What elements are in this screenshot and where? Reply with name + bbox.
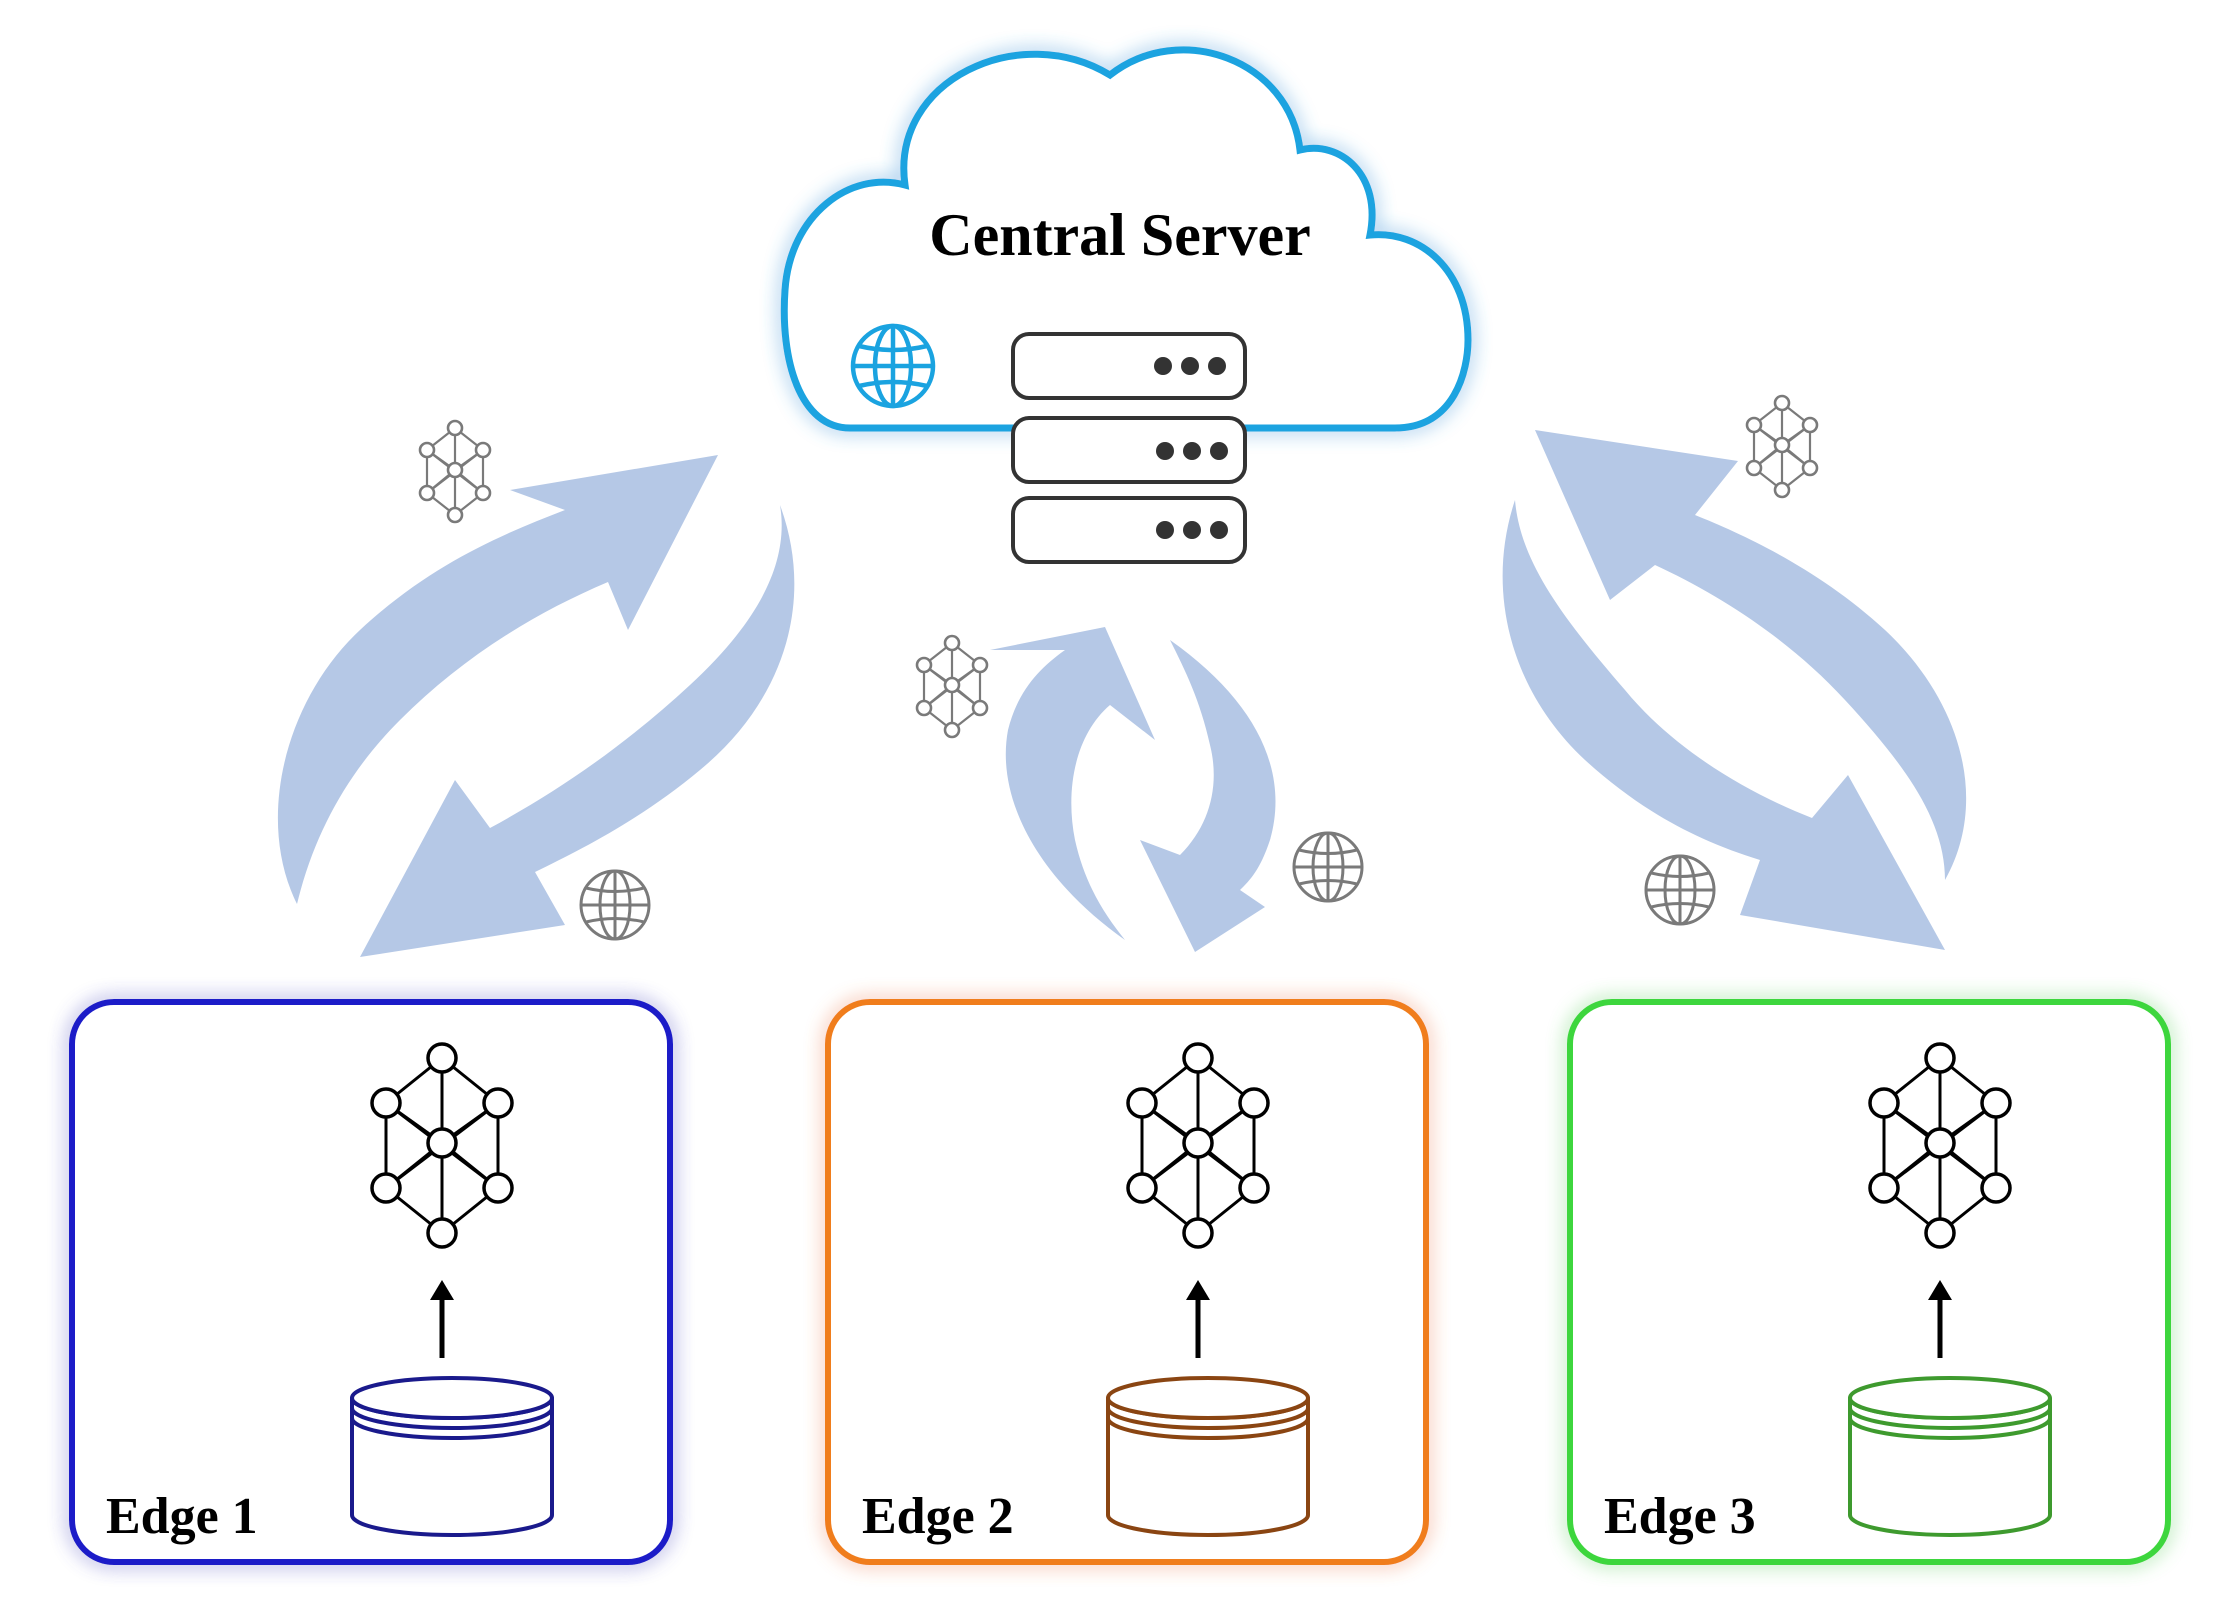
arrow-up-icon bbox=[1186, 1280, 1210, 1358]
download-arrow-edge2 bbox=[1140, 640, 1276, 952]
model-update-icon bbox=[1745, 394, 1819, 499]
edge-nodes: Edge 1 Edge 2 Edge 3 bbox=[69, 999, 2171, 1565]
central-server-title: Central Server bbox=[929, 202, 1311, 268]
database-icon bbox=[350, 1376, 554, 1537]
database-icon bbox=[1848, 1376, 2052, 1537]
arrow-up-icon bbox=[1928, 1280, 1952, 1358]
download-arrow-edge3 bbox=[1502, 500, 1945, 950]
download-arrow-edge1 bbox=[360, 505, 795, 957]
edge-node-3: Edge 3 bbox=[1567, 999, 2171, 1565]
server-unit bbox=[1011, 496, 1247, 564]
server-rack-icon bbox=[1011, 332, 1247, 564]
database-icon bbox=[1106, 1376, 1310, 1537]
edge-label: Edge 1 bbox=[106, 1488, 258, 1545]
upload-arrow-edge3 bbox=[1535, 430, 1967, 880]
cloud-icon bbox=[780, 46, 1472, 432]
globe-icon bbox=[1644, 854, 1716, 926]
edge-node-1: Edge 1 bbox=[69, 999, 673, 1565]
edge-node-2: Edge 2 bbox=[825, 999, 1429, 1565]
arrow-up-icon bbox=[430, 1280, 454, 1358]
edge-label: Edge 3 bbox=[1604, 1488, 1756, 1545]
upload-arrow-edge1 bbox=[277, 455, 718, 904]
server-unit bbox=[1011, 416, 1247, 484]
server-unit bbox=[1011, 332, 1247, 400]
globe-icon bbox=[1292, 831, 1364, 903]
edge-label: Edge 2 bbox=[862, 1488, 1014, 1545]
globe-icon bbox=[579, 869, 651, 941]
model-update-icon bbox=[915, 634, 989, 739]
globe-icon bbox=[850, 323, 936, 409]
central-server-cloud: Central Server bbox=[780, 46, 1472, 432]
model-update-icon bbox=[418, 419, 492, 524]
upload-arrow-edge2 bbox=[990, 627, 1155, 940]
